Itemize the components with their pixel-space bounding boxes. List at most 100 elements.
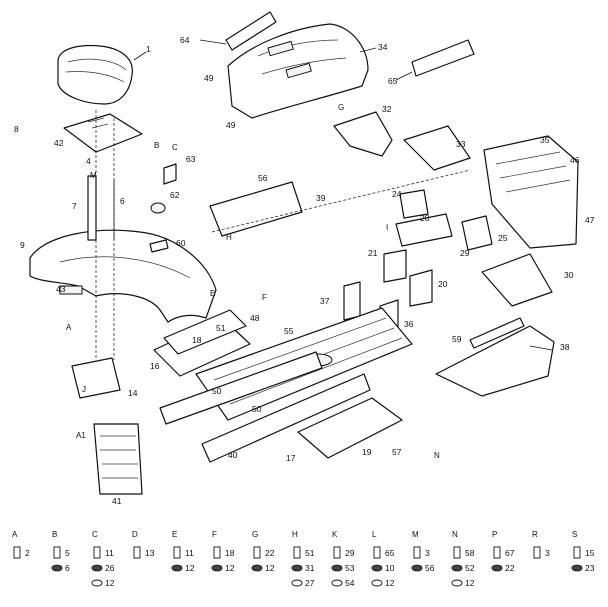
callout-41: 41	[112, 496, 122, 506]
letter-A1: A1	[76, 431, 86, 440]
hardware-item-R[interactable]: R3	[532, 530, 550, 559]
hardware-part-number: 26	[105, 563, 115, 573]
letter-G: G	[338, 103, 344, 112]
part-21[interactable]	[383, 249, 407, 283]
hardware-part-number: 65	[385, 548, 395, 558]
part-60[interactable]	[149, 239, 169, 253]
hardware-letter: H	[292, 530, 298, 539]
letter-A: A	[66, 323, 72, 332]
letter-N: N	[434, 451, 440, 460]
letter-M: M	[90, 171, 97, 180]
axle-14[interactable]	[71, 357, 121, 399]
side-rail-50[interactable]	[159, 351, 323, 425]
hood-part[interactable]	[227, 23, 369, 119]
grille-41[interactable]	[93, 423, 143, 495]
part-62[interactable]	[150, 202, 166, 214]
footpad-17[interactable]	[297, 397, 403, 459]
hardware-letter: K	[332, 530, 338, 539]
callout-16: 16	[150, 361, 160, 371]
callout-39: 39	[316, 193, 326, 203]
letter-I: I	[386, 223, 388, 232]
hardware-part-number: 29	[345, 548, 355, 558]
callout-64: 64	[180, 35, 190, 45]
washer-icon	[291, 564, 303, 572]
callout-19: 19	[362, 447, 372, 457]
bolt-icon	[493, 546, 501, 559]
callout-50a: 50	[212, 386, 222, 396]
hardware-part-number: 13	[145, 548, 155, 558]
washer-icon	[91, 579, 103, 587]
callout-43: 43	[56, 284, 66, 294]
callout-4: 4	[86, 156, 91, 166]
hardware-item-A[interactable]: A2	[12, 530, 30, 559]
seat-part[interactable]	[57, 44, 133, 105]
bolt-icon	[333, 546, 341, 559]
part-20[interactable]	[409, 269, 433, 307]
callout-25: 25	[498, 233, 508, 243]
callout-42: 42	[54, 138, 64, 148]
hardware-item-B[interactable]: B56	[51, 530, 70, 573]
decal-65[interactable]	[411, 39, 475, 77]
part-63[interactable]	[163, 163, 177, 185]
seat-pan-part[interactable]	[63, 113, 143, 153]
hardware-part-number: 5	[65, 548, 70, 558]
callout-48: 48	[250, 313, 260, 323]
callout-49a: 49	[204, 73, 214, 83]
bolt-icon	[213, 546, 221, 559]
dash-panel-part[interactable]	[483, 135, 579, 249]
callout-59: 59	[452, 334, 462, 344]
bolt-icon	[293, 546, 301, 559]
hardware-part-number: 2	[25, 548, 30, 558]
hardware-letter: B	[52, 530, 57, 539]
part-28[interactable]	[395, 213, 453, 247]
bolt-icon	[253, 546, 261, 559]
hardware-letter: F	[212, 530, 217, 539]
callout-56: 56	[258, 173, 268, 183]
fender-deck-part[interactable]	[29, 229, 217, 323]
bolt-icon	[13, 546, 21, 559]
callout-46: 46	[570, 155, 580, 165]
hardware-part-number: 11	[185, 548, 194, 558]
hardware-letter: A	[12, 530, 18, 539]
washer-icon	[451, 579, 463, 587]
bracket-32[interactable]	[333, 111, 393, 157]
rod-56[interactable]	[209, 181, 303, 237]
callout-57: 57	[392, 447, 402, 457]
letter-C: C	[172, 143, 178, 152]
letter-H: H	[226, 233, 232, 242]
callout-34: 34	[378, 42, 388, 52]
hardware-part-number: 18	[225, 548, 235, 558]
part-30[interactable]	[481, 253, 553, 307]
decal-64[interactable]	[225, 11, 277, 51]
part-25[interactable]	[461, 215, 493, 251]
side-rail-40[interactable]	[201, 373, 371, 463]
panel-38[interactable]	[435, 325, 555, 397]
footrest-18[interactable]	[163, 309, 247, 355]
spring-part[interactable]	[87, 175, 97, 241]
letter-E: E	[210, 289, 215, 298]
bar-59[interactable]	[469, 317, 525, 349]
bracket-33[interactable]	[403, 125, 471, 171]
hardware-letter: L	[372, 530, 377, 539]
callout-18: 18	[192, 335, 202, 345]
callout-30: 30	[564, 270, 574, 280]
washer-icon	[331, 564, 343, 572]
part-24[interactable]	[399, 189, 429, 219]
callout-28: 28	[420, 213, 430, 223]
part-37[interactable]	[343, 281, 361, 321]
washer-icon	[411, 564, 423, 572]
callout-51: 51	[216, 323, 226, 333]
hardware-item-D[interactable]: D13	[132, 530, 155, 559]
